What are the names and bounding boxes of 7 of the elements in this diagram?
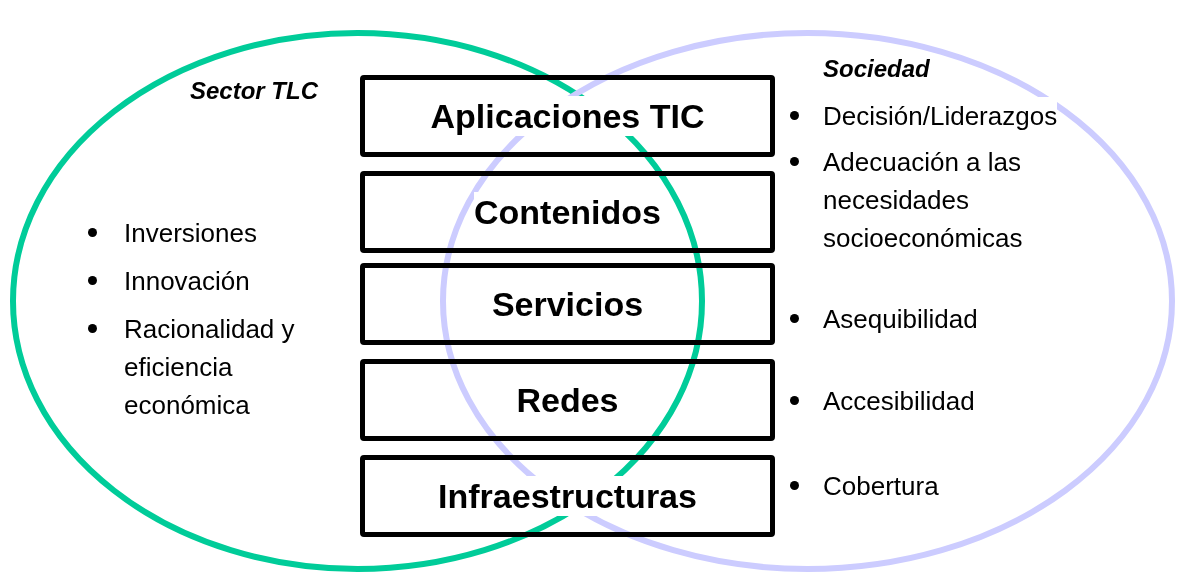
layer-box [360,75,775,157]
layer-label: Aplicaciones TIC [430,96,705,136]
layer-box [360,455,775,537]
layer-label: Infraestructuras [438,476,697,516]
layer-box [360,359,775,441]
layer-box [360,171,775,253]
layer-box [360,263,775,345]
